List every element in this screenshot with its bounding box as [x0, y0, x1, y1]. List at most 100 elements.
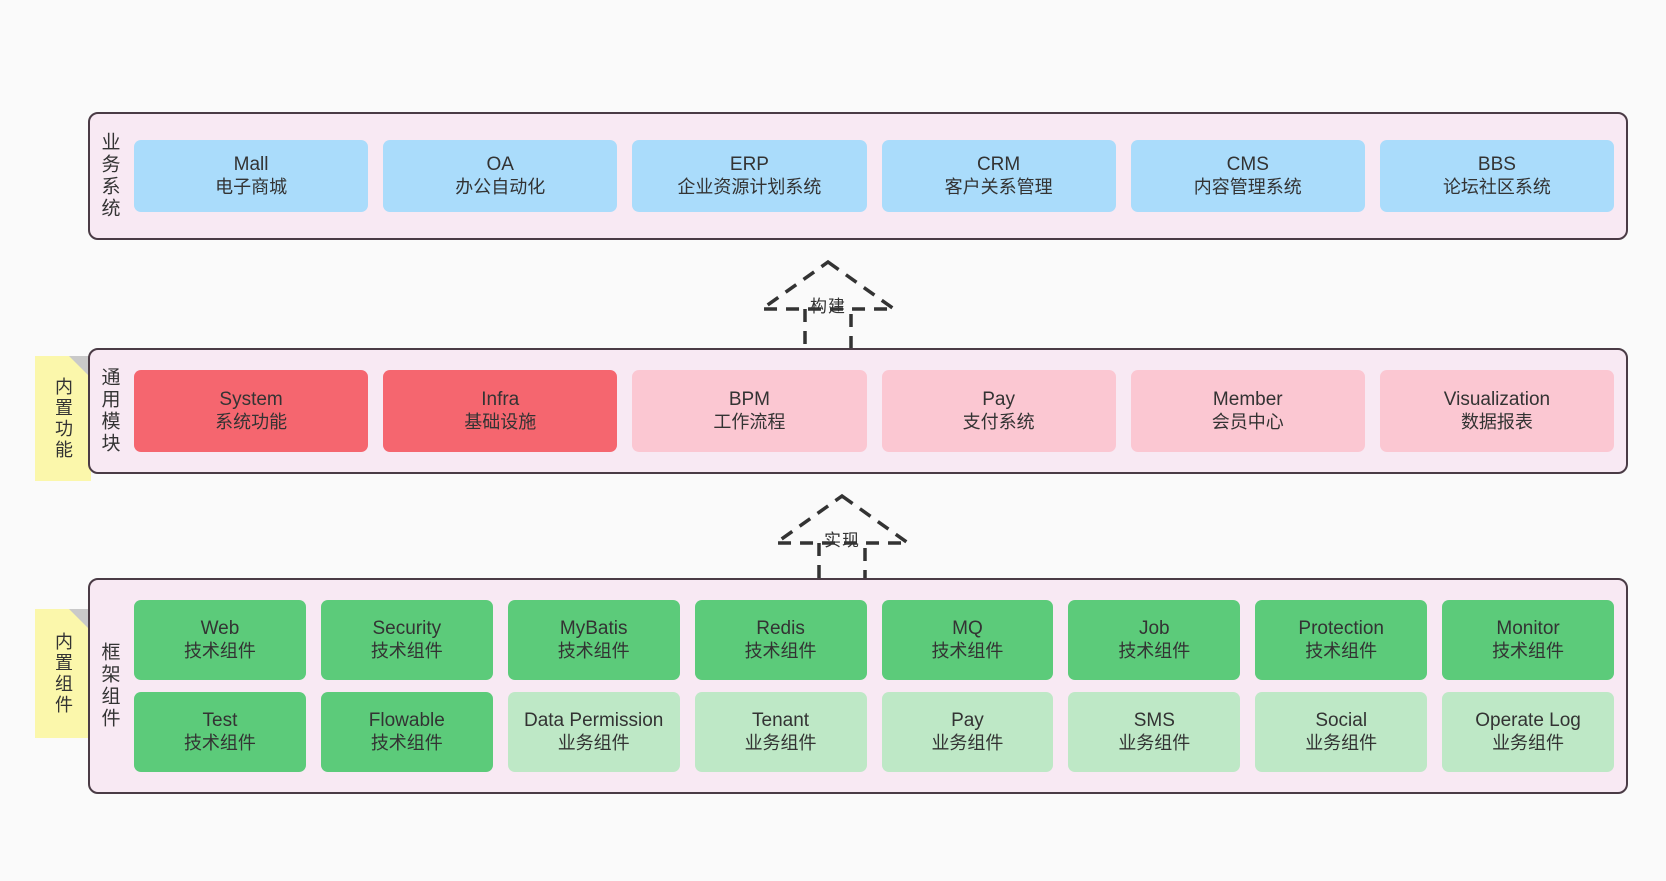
node-title: Data Permission	[523, 710, 664, 732]
node-subtitle: 技术组件	[744, 640, 817, 661]
node-subtitle: 技术组件	[183, 732, 256, 753]
node-oa[interactable]: OA 办公自动化	[383, 140, 618, 212]
layer-label-framework-components: 框架组件	[98, 642, 120, 730]
node-subtitle: 内容管理系统	[1193, 176, 1302, 197]
node-visualization[interactable]: Visualization 数据报表	[1379, 370, 1615, 452]
framework-row-business: Test 技术组件 Flowable 技术组件 Data Permission …	[134, 692, 1614, 772]
node-subtitle: 技术组件	[370, 640, 443, 661]
node-title: Redis	[756, 618, 805, 640]
node-title: Protection	[1298, 618, 1384, 640]
node-subtitle: 业务组件	[931, 732, 1004, 753]
node-subtitle: 技术组件	[931, 640, 1004, 661]
node-subtitle: 业务组件	[1118, 732, 1191, 753]
node-title: BPM	[728, 389, 771, 411]
node-subtitle: 企业资源计划系统	[677, 176, 822, 197]
node-flowable[interactable]: Flowable 技术组件	[320, 692, 493, 772]
node-member[interactable]: Member 会员中心	[1130, 370, 1365, 452]
node-subtitle: 办公自动化	[455, 176, 546, 197]
node-title: Operate Log	[1475, 710, 1581, 732]
node-subtitle: 基础设施	[464, 411, 537, 432]
node-sms[interactable]: SMS 业务组件	[1068, 692, 1241, 772]
node-subtitle: 支付系统	[962, 411, 1035, 432]
node-subtitle: 技术组件	[1305, 640, 1378, 661]
note-text: 内置组件	[53, 631, 73, 716]
node-system[interactable]: System 系统功能	[134, 370, 369, 452]
node-subtitle: 技术组件	[1118, 640, 1191, 661]
node-subtitle: 技术组件	[183, 640, 256, 661]
connector-implement: 实现	[767, 490, 917, 586]
note-builtin-components: 内置组件	[35, 609, 91, 738]
node-subtitle: 论坛社区系统	[1442, 176, 1551, 197]
node-title: Test	[202, 710, 238, 732]
node-subtitle: 业务组件	[557, 732, 630, 753]
node-mq[interactable]: MQ 技术组件	[881, 600, 1054, 680]
node-title: Job	[1138, 618, 1170, 640]
node-monitor[interactable]: Monitor 技术组件	[1442, 600, 1614, 680]
connector-build: 构建	[753, 256, 903, 352]
layer-common-modules: 通用模块 System 系统功能 Infra 基础设施 BPM 工作流程 Pay…	[88, 348, 1628, 474]
node-title: Member	[1212, 389, 1283, 411]
note-text: 内置功能	[53, 376, 73, 461]
node-title: Tenant	[752, 710, 810, 732]
node-subtitle: 技术组件	[557, 640, 630, 661]
common-modules-row: System 系统功能 Infra 基础设施 BPM 工作流程 Pay 支付系统…	[128, 350, 1626, 472]
node-title: BBS	[1477, 154, 1516, 176]
node-pay-component[interactable]: Pay 业务组件	[881, 692, 1054, 772]
node-subtitle: 技术组件	[370, 732, 443, 753]
node-title: MyBatis	[559, 618, 628, 640]
node-title: Monitor	[1496, 618, 1560, 640]
node-title: OA	[486, 154, 514, 176]
node-subtitle: 业务组件	[1305, 732, 1378, 753]
node-title: SMS	[1133, 710, 1175, 732]
node-protection[interactable]: Protection 技术组件	[1255, 600, 1428, 680]
business-systems-row: Mall 电子商城 OA 办公自动化 ERP 企业资源计划系统 CRM 客户关系…	[128, 114, 1626, 238]
node-title: Infra	[481, 389, 520, 411]
connector-implement-label: 实现	[824, 531, 860, 550]
node-title: Visualization	[1443, 389, 1551, 411]
framework-components-grid: Web 技术组件 Security 技术组件 MyBatis 技术组件 Redi…	[128, 580, 1626, 792]
node-pay-module[interactable]: Pay 支付系统	[881, 370, 1116, 452]
note-builtin-functions: 内置功能	[35, 356, 91, 481]
node-title: Social	[1315, 710, 1368, 732]
node-bpm[interactable]: BPM 工作流程	[632, 370, 867, 452]
node-operate-log[interactable]: Operate Log 业务组件	[1442, 692, 1614, 772]
node-erp[interactable]: ERP 企业资源计划系统	[632, 140, 867, 212]
node-infra[interactable]: Infra 基础设施	[383, 370, 618, 452]
connector-build-shape	[756, 259, 900, 352]
node-title: Pay	[951, 710, 984, 732]
node-security[interactable]: Security 技术组件	[320, 600, 493, 680]
node-cms[interactable]: CMS 内容管理系统	[1130, 140, 1365, 212]
node-title: CRM	[976, 154, 1021, 176]
node-title: ERP	[729, 154, 769, 176]
node-subtitle: 业务组件	[744, 732, 817, 753]
layer-label-business-systems: 业务系统	[98, 132, 120, 220]
node-mybatis[interactable]: MyBatis 技术组件	[507, 600, 680, 680]
node-subtitle: 客户关系管理	[944, 176, 1053, 197]
node-title: Security	[372, 618, 442, 640]
node-tenant[interactable]: Tenant 业务组件	[694, 692, 867, 772]
node-title: Web	[200, 618, 240, 640]
node-test[interactable]: Test 技术组件	[134, 692, 306, 772]
node-title: MQ	[952, 618, 983, 640]
layer-business-systems: 业务系统 Mall 电子商城 OA 办公自动化 ERP 企业资源计划系统 CRM…	[88, 112, 1628, 240]
layer-framework-components: 框架组件 Web 技术组件 Security 技术组件 MyBatis 技术组件…	[88, 578, 1628, 794]
connector-implement-shape	[770, 493, 914, 586]
node-social[interactable]: Social 业务组件	[1255, 692, 1428, 772]
note-fold-corner	[69, 356, 91, 378]
node-job[interactable]: Job 技术组件	[1068, 600, 1241, 680]
node-subtitle: 电子商城	[215, 176, 288, 197]
framework-row-tech: Web 技术组件 Security 技术组件 MyBatis 技术组件 Redi…	[134, 600, 1614, 680]
node-subtitle: 业务组件	[1492, 732, 1565, 753]
node-bbs[interactable]: BBS 论坛社区系统	[1379, 140, 1615, 212]
node-subtitle: 系统功能	[215, 411, 288, 432]
node-mall[interactable]: Mall 电子商城	[134, 140, 369, 212]
node-crm[interactable]: CRM 客户关系管理	[881, 140, 1116, 212]
node-data-permission[interactable]: Data Permission 业务组件	[507, 692, 680, 772]
node-web[interactable]: Web 技术组件	[134, 600, 306, 680]
node-title: Pay	[982, 389, 1015, 411]
connector-build-label: 构建	[810, 297, 846, 316]
node-redis[interactable]: Redis 技术组件	[694, 600, 867, 680]
node-subtitle: 会员中心	[1211, 411, 1284, 432]
node-title: Flowable	[368, 710, 445, 732]
